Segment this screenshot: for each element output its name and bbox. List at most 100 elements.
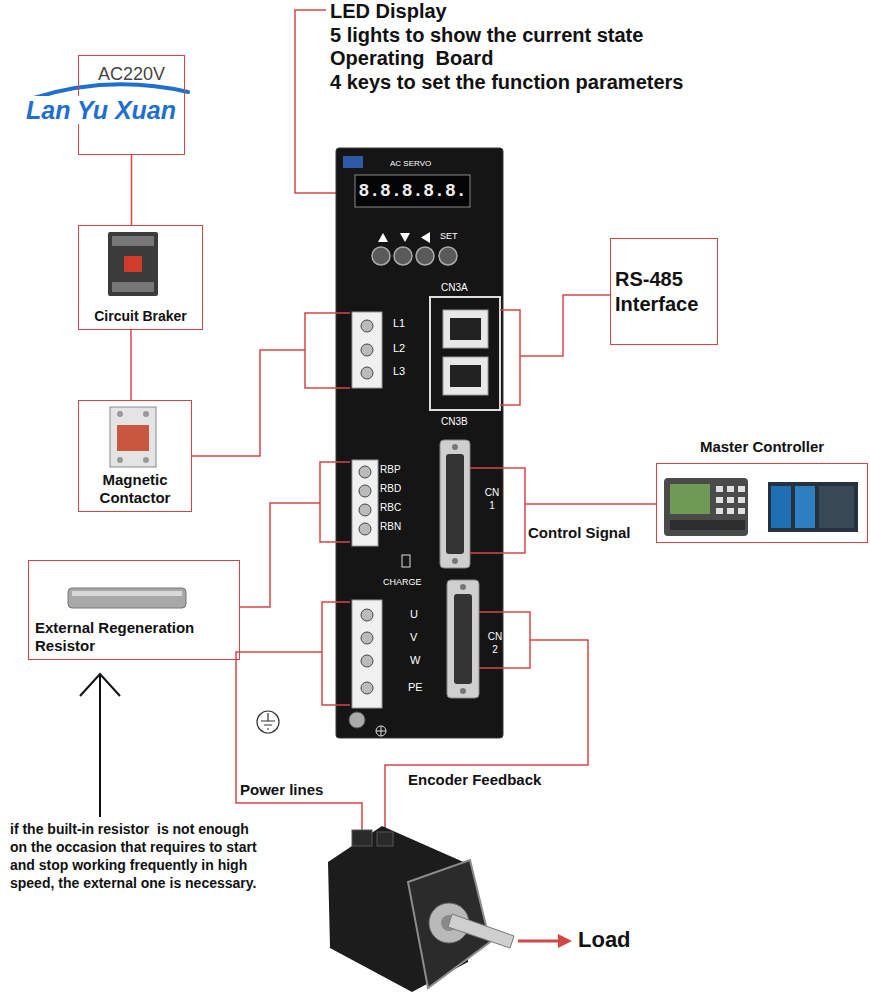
hmi-panel-image <box>738 486 745 492</box>
ground-screw <box>376 726 386 736</box>
ground-screw <box>349 712 365 728</box>
terminal-block <box>352 312 382 708</box>
wire-bracket <box>322 602 350 705</box>
terminal-block <box>359 523 371 535</box>
terminal-block <box>352 600 382 708</box>
wire-bracket <box>305 310 530 705</box>
note-text: if the built-in resistor is not enough o… <box>10 820 260 892</box>
circuit-breaker-image <box>108 232 158 296</box>
rj45-port <box>450 365 481 387</box>
servo-drive-panel <box>355 175 470 207</box>
key-label: SET <box>440 231 458 242</box>
rj45-port <box>430 297 500 410</box>
hmi-panel-image <box>670 484 710 514</box>
hmi-panel-image <box>664 478 748 536</box>
node-text: RBD <box>380 483 401 495</box>
controller-box: Master Controller <box>656 438 868 543</box>
key-symbols <box>421 232 430 243</box>
contactor-image <box>117 411 123 417</box>
servo-drive-panel <box>336 148 503 738</box>
node-text: Master Controller <box>700 438 824 456</box>
node-text: Circuit Braker <box>94 308 187 325</box>
terminal-block <box>361 682 373 694</box>
hmi-panel-image <box>727 497 734 503</box>
node-text: CN 1 <box>484 486 500 512</box>
node-text: AC SERVO <box>390 159 431 169</box>
node-text: Magnetic Contactor <box>83 471 187 507</box>
note-arrow <box>80 674 120 696</box>
plc-image <box>768 482 858 532</box>
rs485-port: CN3ACN3B <box>430 281 520 431</box>
motor-terminal: UVWPE <box>322 598 422 710</box>
breaker-box: Circuit Braker <box>78 225 203 330</box>
node-text: L1 <box>393 317 405 330</box>
dsub-connector <box>454 594 472 684</box>
interface-box: RS-485 Interface <box>610 238 718 345</box>
terminal-block <box>361 367 373 379</box>
hmi-panel-image <box>716 508 723 514</box>
load-arrow <box>518 940 560 943</box>
wire-connector <box>240 503 320 607</box>
wire-bracket <box>500 310 520 405</box>
terminal-block <box>359 485 371 497</box>
node-text: RBN <box>380 521 401 533</box>
plc-image <box>768 482 858 532</box>
dsub-connector <box>440 440 479 698</box>
callout-text: 5 lights to show the current state <box>330 24 643 47</box>
dsub-connector <box>446 454 464 554</box>
callout-heading: LED Display <box>330 0 447 23</box>
rj45-port <box>450 318 481 340</box>
hmi-panel-image <box>727 486 734 492</box>
load-label: Load <box>578 927 631 953</box>
node-text: V <box>410 631 417 644</box>
circuit-breaker-image <box>124 256 142 272</box>
watermark: Lan Yu Xuan <box>24 96 178 124</box>
watermark-swoosh <box>34 84 188 98</box>
motor-cable <box>236 652 362 832</box>
hmi-panel-image <box>716 497 723 503</box>
dsub-connector <box>460 688 466 694</box>
node-text: AC220V <box>98 64 165 85</box>
hmi-panel-image <box>738 508 745 514</box>
node-text: RBP <box>380 464 401 476</box>
terminal-block <box>361 655 373 667</box>
rj45-port <box>443 357 488 395</box>
wire-connector <box>525 503 656 505</box>
servo-motor <box>328 826 514 992</box>
wire-bracket <box>305 313 350 388</box>
terminal-block <box>352 312 382 388</box>
terminal-block <box>352 460 378 546</box>
power-source-box: AC220V <box>78 55 185 155</box>
node-text: W <box>410 654 420 667</box>
regen-terminal: RBPRBDRBCRBN <box>320 458 405 548</box>
circuit-breaker-image <box>112 282 154 292</box>
dsub-connector <box>452 558 458 564</box>
wire-connector <box>131 155 133 225</box>
dsub-connector <box>440 440 470 568</box>
servo-drive: AC SERVO8.8.8.8.8.L1L2L3CN3ACN3BRBPRBDRB… <box>336 148 503 738</box>
resistor-image <box>68 588 186 608</box>
hmi-panel-image <box>664 478 748 536</box>
servo-drive-panel <box>336 148 503 738</box>
node-text: CN3A <box>441 282 468 294</box>
servo-motor <box>352 830 372 846</box>
terminal-block <box>359 466 371 478</box>
operating-keys <box>372 247 457 265</box>
motor-cable <box>236 640 588 832</box>
plc-image <box>795 486 815 528</box>
controller-frame <box>656 463 868 543</box>
contactor-image <box>117 457 123 463</box>
terminal-block <box>359 504 371 516</box>
load-arrow <box>558 934 572 948</box>
wire-connector <box>130 330 132 400</box>
cable-label: Power lines <box>240 781 323 799</box>
motor-cable <box>385 640 588 832</box>
terminal-block <box>361 632 373 644</box>
callout-heading: Operating Board <box>330 47 493 70</box>
servo-drive-panel <box>343 156 363 168</box>
node-text: External Regeneration Resistor <box>35 619 235 655</box>
node-text: PE <box>408 681 423 694</box>
ground-symbol <box>257 711 279 733</box>
terminal-block <box>361 320 373 332</box>
watermark-swoosh <box>34 84 188 98</box>
